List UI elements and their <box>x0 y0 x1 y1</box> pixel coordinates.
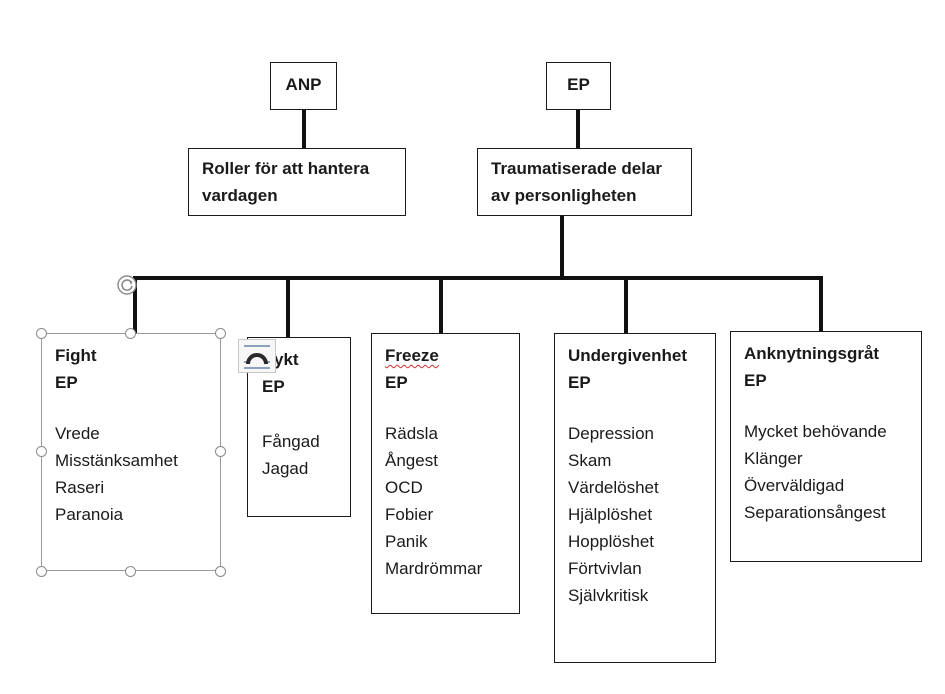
ep-parts-line-1: Traumatiserade delar <box>491 159 663 178</box>
resize-handle-top-right[interactable] <box>215 328 226 339</box>
flykt-title: ykt <box>274 350 299 369</box>
resize-handle-left[interactable] <box>36 446 47 457</box>
resize-handle-bottom[interactable] <box>125 566 136 577</box>
fight-title: Fight <box>55 346 97 365</box>
anknytningsgrat-item: Överväldigad <box>744 476 845 495</box>
anp-label: ANP <box>285 75 322 94</box>
fight-sub: EP <box>55 373 78 392</box>
undergivenhet-item: Värdelöshet <box>568 478 659 497</box>
fight-box[interactable]: Fight EP Vrede Misstänksamhet Raseri Par… <box>41 333 221 571</box>
flykt-item: Fångad <box>262 432 320 451</box>
undergivenhet-item: Skam <box>568 451 612 470</box>
freeze-item: OCD <box>385 478 423 497</box>
fight-item: Vrede <box>55 424 100 443</box>
freeze-title: Freeze <box>385 346 439 365</box>
flykt-sub: EP <box>262 377 285 396</box>
anknytningsgrat-item: Separationsångest <box>744 503 886 522</box>
anknytningsgrat-item: Mycket behövande <box>744 422 887 441</box>
resize-handle-top-left[interactable] <box>36 328 47 339</box>
anknytningsgrat-item: Klänger <box>744 449 803 468</box>
undergivenhet-item: Depression <box>568 424 654 443</box>
anknytningsgrat-title: Anknytningsgråt <box>744 344 880 363</box>
ep-label: EP <box>567 75 590 94</box>
flykt-box[interactable]: ykt EP Fångad Jagad <box>247 337 351 517</box>
freeze-sub: EP <box>385 373 408 392</box>
undergivenhet-item: Förtvivlan <box>568 559 642 578</box>
anp-roles-box[interactable]: Roller för att hantera vardagen <box>188 148 406 216</box>
undergivenhet-title: Undergivenhet <box>568 346 688 365</box>
freeze-item: Panik <box>385 532 428 551</box>
resize-handle-right[interactable] <box>215 446 226 457</box>
ep-parts-box[interactable]: Traumatiserade delar av personligheten <box>477 148 692 216</box>
rotate-handle-icon[interactable] <box>117 275 137 295</box>
undergivenhet-item: Hjälplöshet <box>568 505 653 524</box>
anp-roles-line-2: vardagen <box>202 186 278 205</box>
fight-item: Misstänksamhet <box>55 451 178 470</box>
freeze-item: Fobier <box>385 505 434 524</box>
layout-options-icon[interactable] <box>238 339 276 373</box>
anknytningsgrat-sub: EP <box>744 371 767 390</box>
resize-handle-bottom-left[interactable] <box>36 566 47 577</box>
resize-handle-top[interactable] <box>125 328 136 339</box>
fight-item: Paranoia <box>55 505 124 524</box>
anknytningsgrat-box[interactable]: Anknytningsgråt EP Mycket behövande Klän… <box>730 331 922 562</box>
freeze-box[interactable]: Freeze EP Rädsla Ångest OCD Fobier Panik… <box>371 333 520 614</box>
anp-box[interactable]: ANP <box>270 62 337 110</box>
anp-roles-line-1: Roller för att hantera <box>202 159 370 178</box>
undergivenhet-box[interactable]: Undergivenhet EP Depression Skam Värdelö… <box>554 333 716 663</box>
undergivenhet-sub: EP <box>568 373 591 392</box>
layout-options-glyph-icon <box>244 345 270 369</box>
resize-handle-bottom-right[interactable] <box>215 566 226 577</box>
ep-parts-line-2: av personligheten <box>491 186 637 205</box>
undergivenhet-item: Hopplöshet <box>568 532 655 551</box>
ep-box[interactable]: EP <box>546 62 611 110</box>
fight-item: Raseri <box>55 478 105 497</box>
freeze-item: Rädsla <box>385 424 438 443</box>
undergivenhet-item: Självkritisk <box>568 586 649 605</box>
freeze-item: Ångest <box>385 451 438 470</box>
freeze-item: Mardrömmar <box>385 559 483 578</box>
flykt-item: Jagad <box>262 459 309 478</box>
